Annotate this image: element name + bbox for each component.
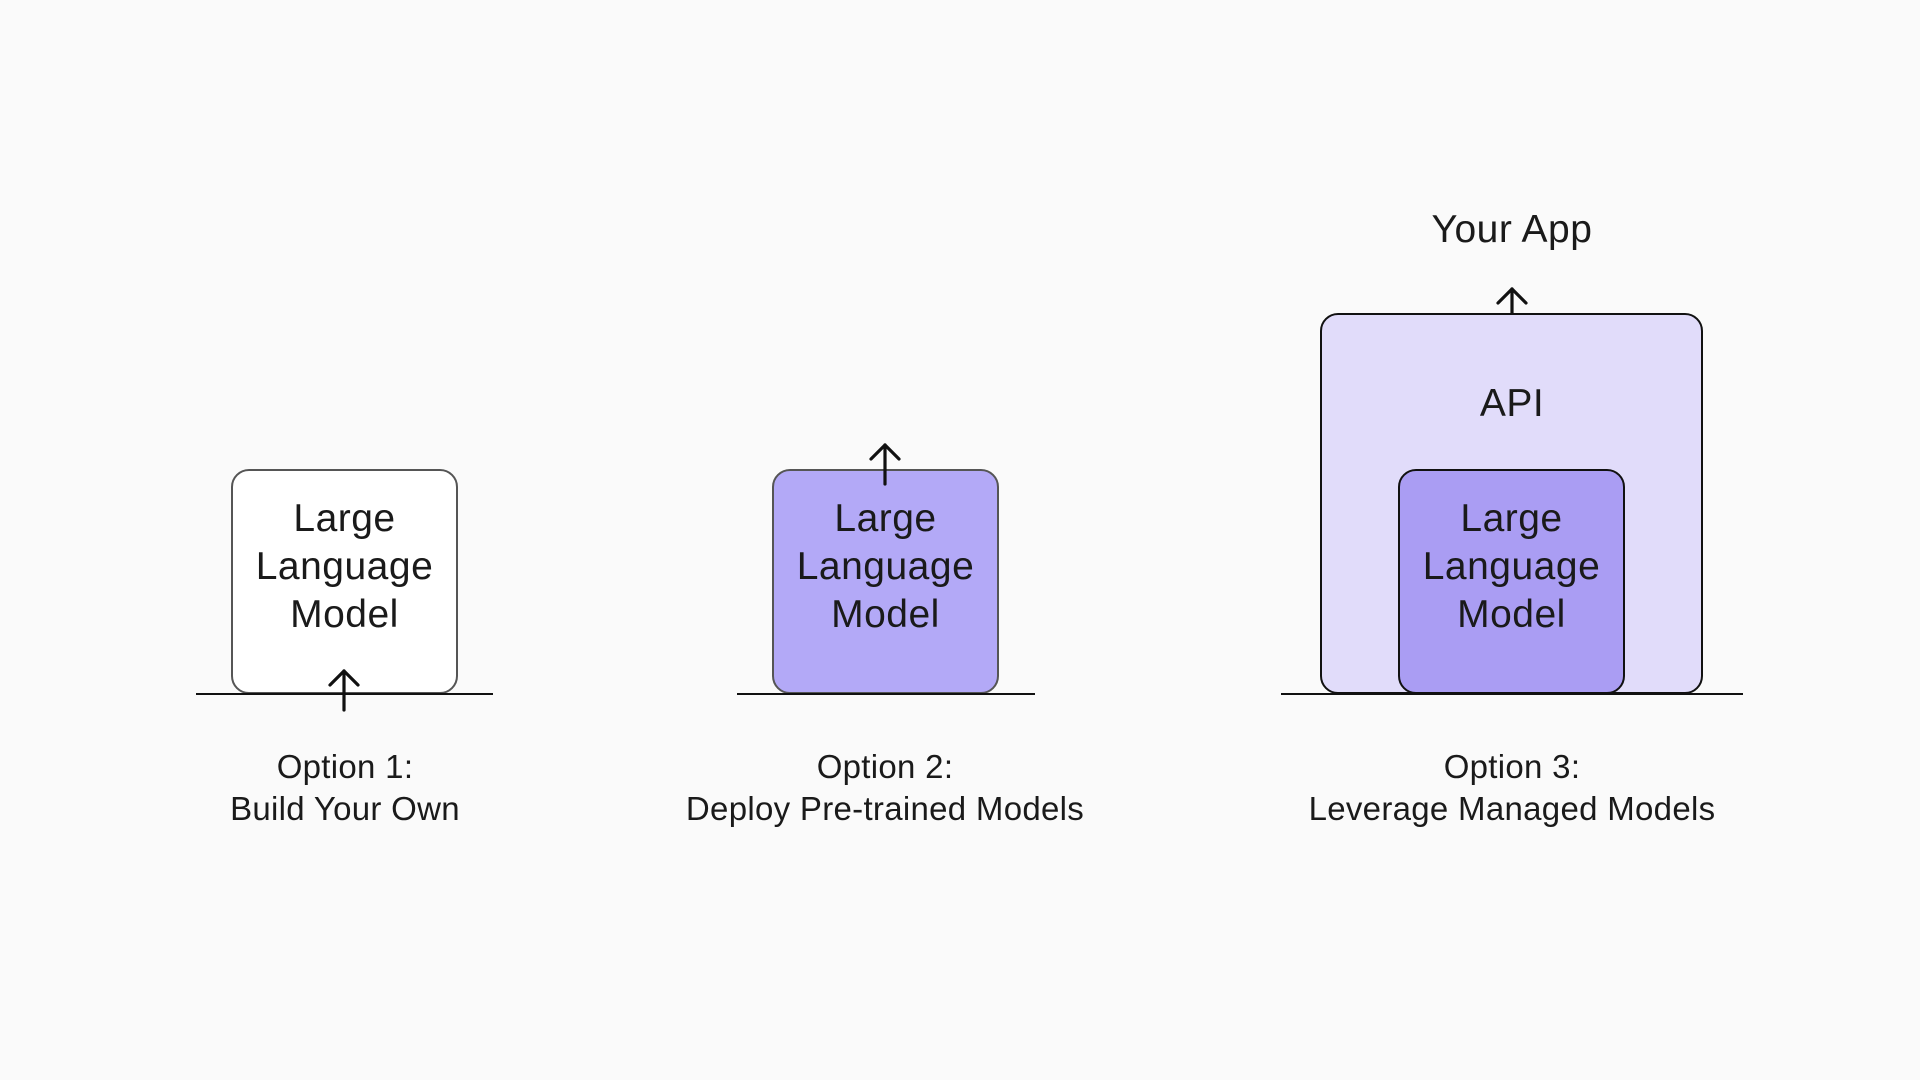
option-3-llm-box: Large Language Model <box>1398 469 1625 694</box>
option-3-ground-line <box>1281 693 1743 695</box>
your-app-label: Your App <box>1431 208 1593 251</box>
option-1-caption: Option 1: Build Your Own <box>230 748 460 827</box>
arrow-up-icon <box>869 443 901 486</box>
option-3-caption: Option 3: Leverage Managed Models <box>1308 748 1716 827</box>
option-3-llm-label: Large Language Model <box>1422 496 1601 636</box>
arrow-up-icon <box>328 669 360 712</box>
option-1-llm-label: Large Language Model <box>255 496 434 636</box>
option-2-llm-label: Large Language Model <box>796 496 975 636</box>
option-2-caption: Option 2: Deploy Pre-trained Models <box>685 748 1085 827</box>
api-label: API <box>1479 382 1545 425</box>
option-2-llm-box: Large Language Model <box>772 469 999 694</box>
option-1-llm-box: Large Language Model <box>231 469 458 694</box>
option-2-ground-line <box>737 693 1035 695</box>
